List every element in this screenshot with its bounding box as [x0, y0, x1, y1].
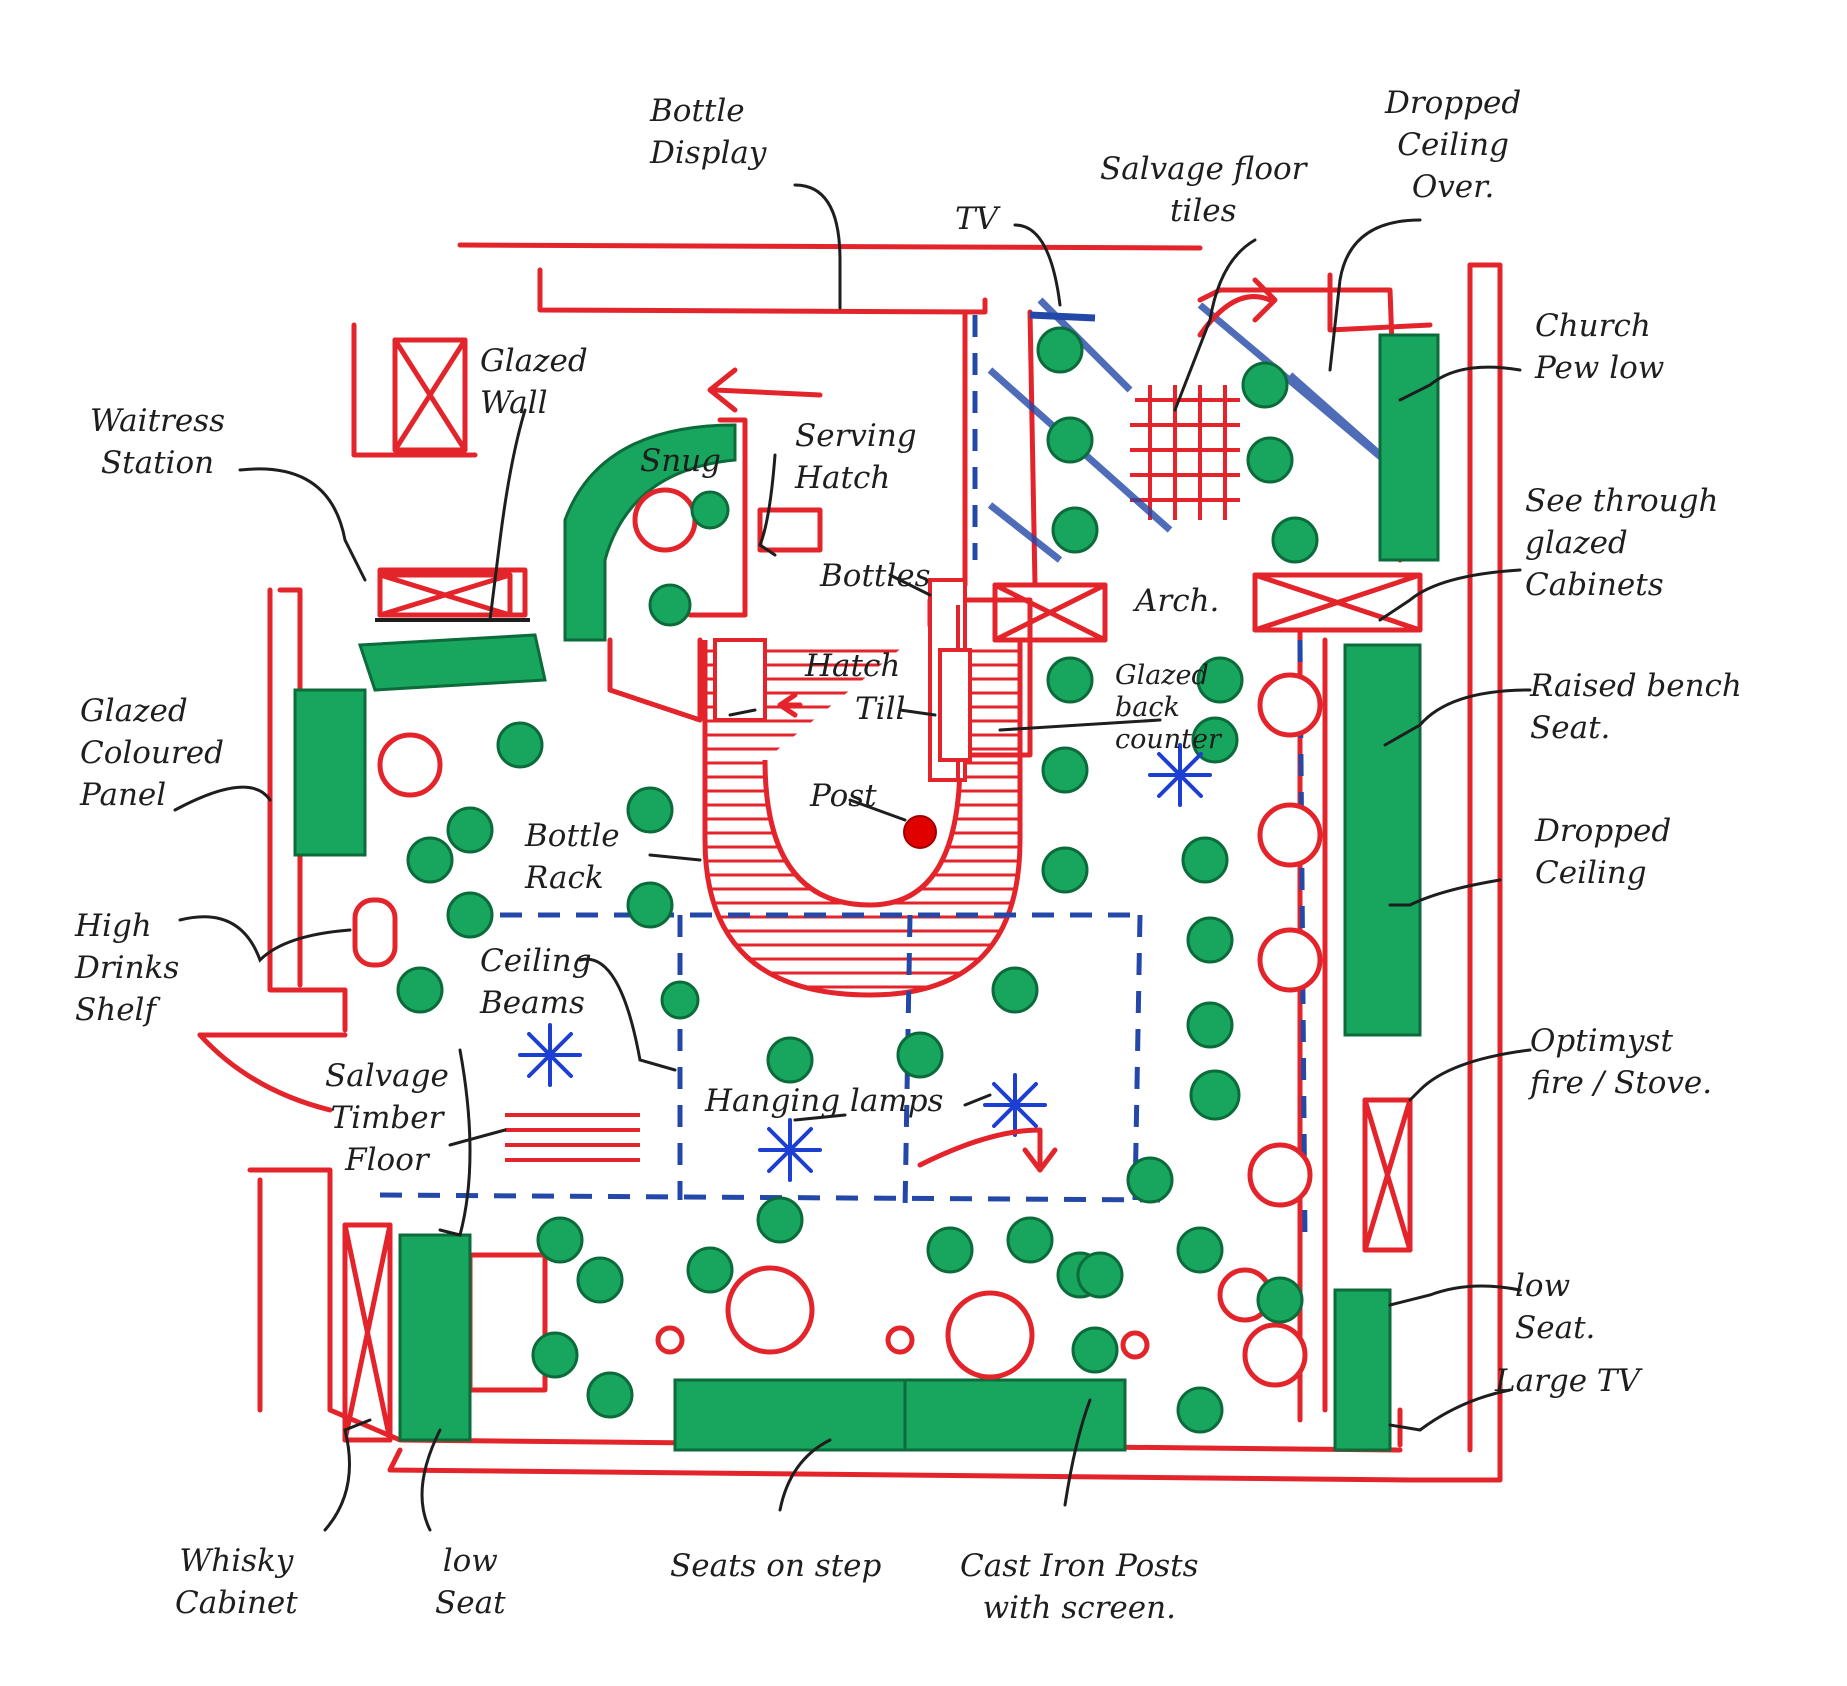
low-seat-left-bench	[398, 1233, 472, 1442]
label-post: Post	[810, 778, 877, 814]
green-seating	[293, 333, 1440, 1452]
label-tv: TV	[955, 201, 999, 237]
tv-marker	[1029, 311, 1096, 322]
snug-curved-bench	[563, 423, 737, 642]
leader-arrows	[173, 183, 1532, 1532]
panel-bench	[293, 688, 367, 857]
stools	[396, 326, 1319, 1434]
tables	[352, 487, 1323, 1388]
waitress-bench	[357, 633, 547, 692]
hanging-lamps	[518, 743, 1212, 1182]
salvage-floor-tiles-grid	[1130, 385, 1240, 520]
label-seats-on-step: Seats on step	[670, 1548, 882, 1584]
label-large-tv: Large TV	[1495, 1363, 1640, 1399]
label-till: Till	[855, 691, 906, 727]
raised-bench	[1343, 643, 1422, 1037]
label-arch: Arch.	[1135, 583, 1220, 619]
ceiling-beams	[379, 315, 1308, 1241]
label-hatch: Hatch	[805, 648, 901, 684]
salvage-timber-floor-stripes	[505, 1113, 640, 1162]
flow-arrows	[707, 277, 1278, 1173]
till-counter	[938, 648, 972, 762]
outer-walls	[197, 242, 1503, 1483]
church-pew-bench	[1378, 333, 1440, 562]
step-seat-right	[903, 1378, 1127, 1452]
label-hanging-lamps: Hanging lamps	[705, 1083, 944, 1119]
low-seat-right-bench	[1333, 1288, 1392, 1452]
post-marker	[903, 815, 937, 849]
label-bottles: Bottles	[820, 558, 931, 594]
label-snug: Snug	[640, 443, 722, 479]
step-seat-left	[673, 1378, 907, 1452]
